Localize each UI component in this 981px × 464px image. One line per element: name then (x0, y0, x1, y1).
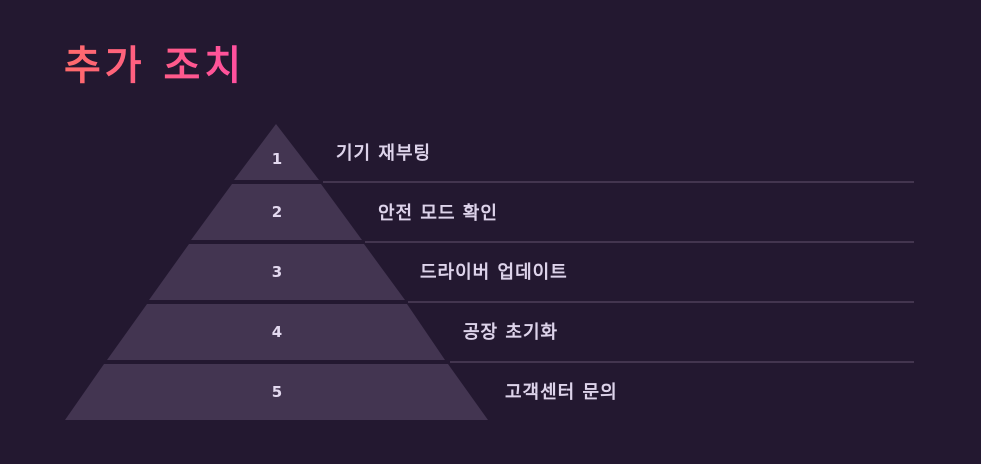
divider-1 (323, 181, 914, 183)
layer-label-2: 안전 모드 확인 (378, 203, 498, 224)
pyramid-layer-5 (65, 364, 488, 420)
layer-label-5: 고객센터 문의 (505, 382, 618, 403)
divider-2 (365, 241, 914, 243)
layer-number-3: 3 (271, 263, 283, 281)
pyramid-layer-3 (149, 244, 405, 300)
divider-4 (450, 361, 914, 363)
layer-number-5: 5 (271, 383, 283, 401)
divider-3 (408, 301, 914, 303)
pyramid-layer-2 (191, 184, 362, 240)
layer-label-4: 공장 초기화 (463, 322, 559, 343)
layer-label-3: 드라이버 업데이트 (420, 262, 568, 283)
pyramid-layer-4 (107, 304, 445, 360)
layer-number-2: 2 (271, 203, 283, 221)
page-title: 추가 조치 (64, 36, 245, 96)
layer-label-1: 기기 재부팅 (336, 143, 432, 164)
layer-number-4: 4 (271, 323, 283, 341)
pyramid-layer-1 (234, 124, 319, 180)
layer-number-1: 1 (271, 150, 283, 168)
